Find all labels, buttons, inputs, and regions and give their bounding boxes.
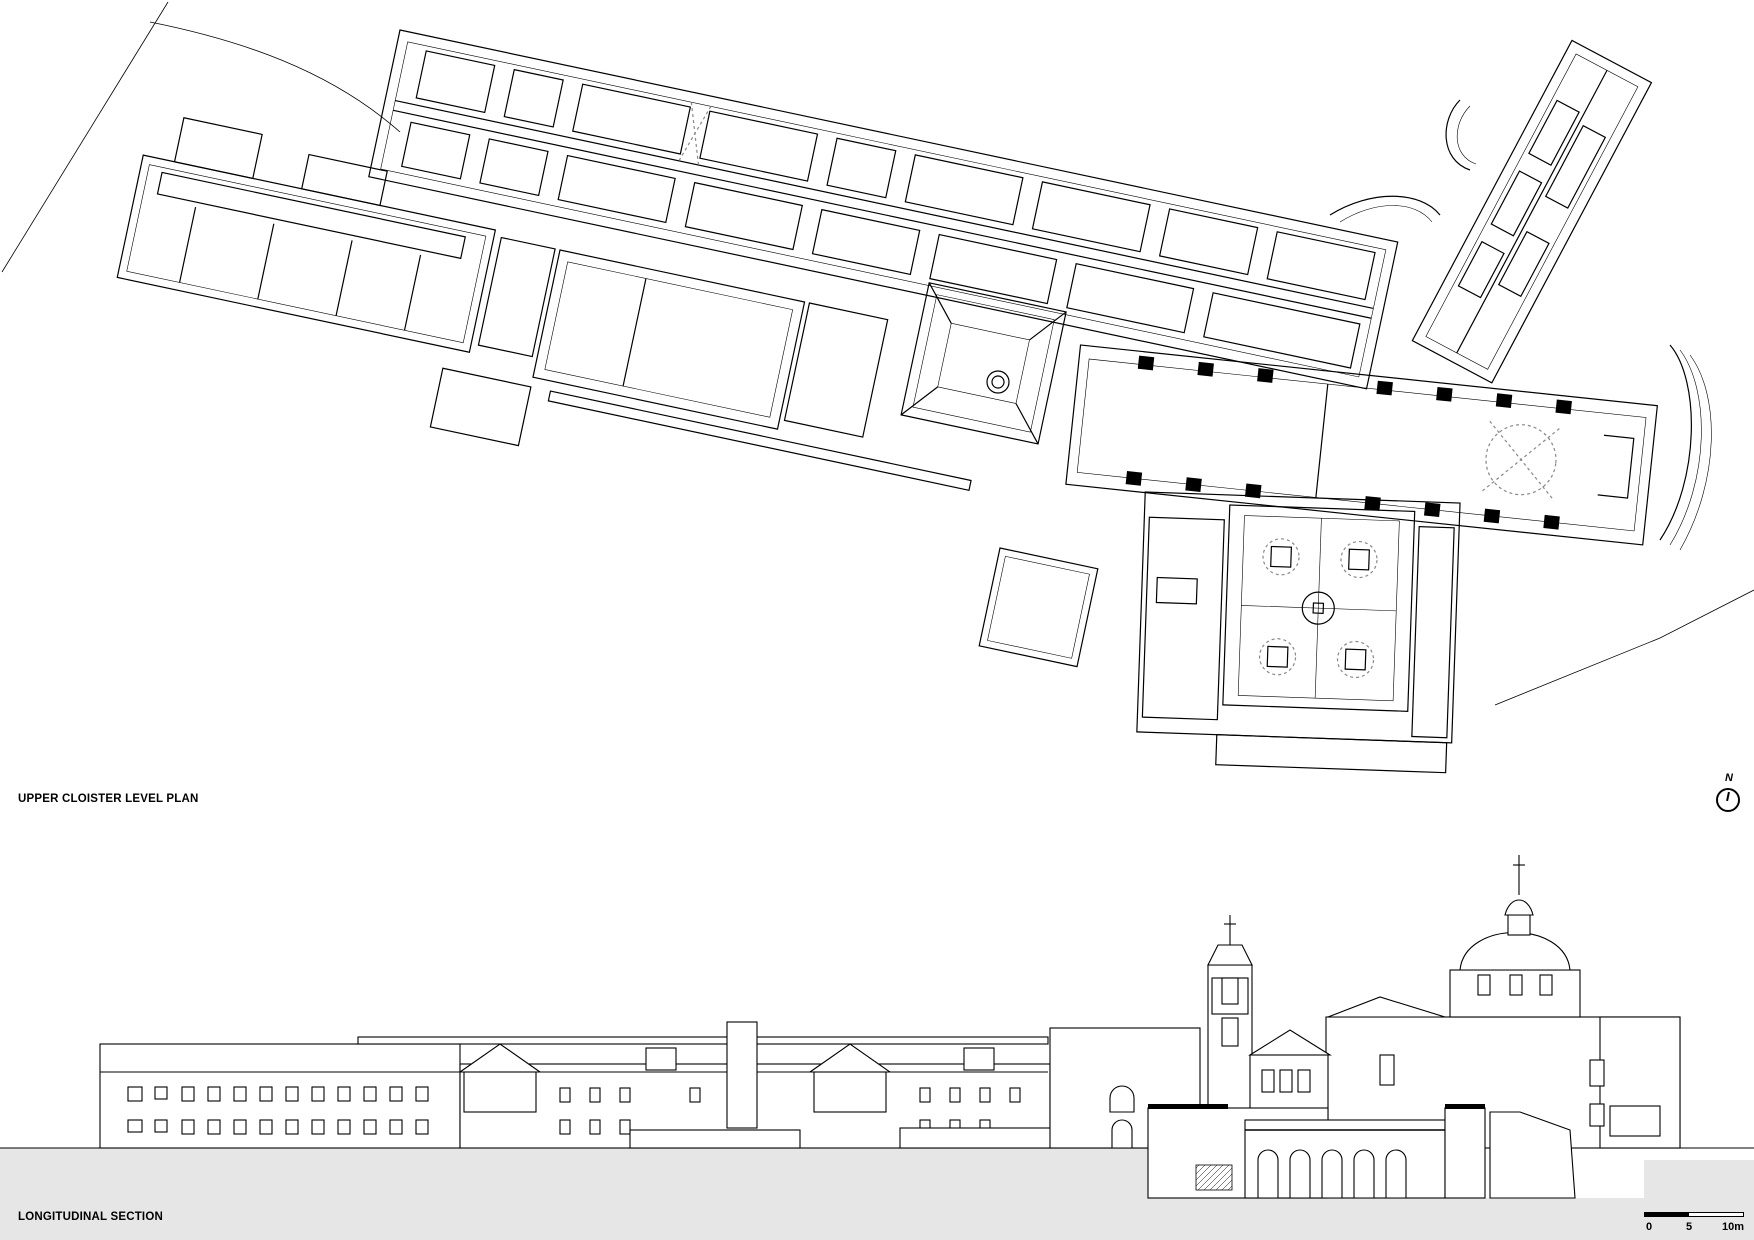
site-boundary-north	[149, 21, 401, 133]
north-arrow: N	[1716, 772, 1744, 816]
stair-tower	[726, 1021, 758, 1129]
northeast-wing	[1411, 39, 1653, 384]
compass-icon	[1716, 788, 1740, 812]
scale-tick-10: 10m	[1722, 1221, 1745, 1233]
north-label: N	[1725, 772, 1733, 784]
ground	[0, 1148, 1754, 1240]
scale-tick-5: 5	[1686, 1221, 1693, 1233]
dome	[1459, 932, 1571, 971]
west-wing	[116, 117, 497, 353]
section-title: LONGITUDINAL SECTION	[18, 1211, 163, 1223]
scale-bar-empty-segment	[1688, 1212, 1744, 1217]
entrance-court	[900, 282, 1067, 445]
section-elevation	[0, 855, 1754, 1240]
fountain	[986, 370, 1010, 394]
apse-steps	[1659, 344, 1692, 541]
central-block	[429, 236, 972, 491]
west-wing-elevation	[99, 1043, 461, 1149]
site-boundary-west	[1, 1, 169, 273]
floor-plan	[1, 1, 1754, 774]
window-row-upper	[127, 1086, 429, 1102]
church-nave	[1065, 344, 1659, 546]
plan-title: UPPER CLOISTER LEVEL PLAN	[18, 793, 199, 805]
detached-pavilion	[978, 547, 1099, 668]
cloister	[1136, 491, 1461, 774]
scale-bar: 0 5 10m	[1644, 1212, 1744, 1238]
site-boundary-east	[1494, 589, 1754, 706]
scale-bar-filled-segment	[1644, 1212, 1688, 1217]
scale-tick-0: 0	[1646, 1221, 1653, 1233]
north-range	[368, 29, 1399, 390]
window-row-lower	[127, 1119, 429, 1135]
amphitheatre	[1445, 99, 1471, 171]
